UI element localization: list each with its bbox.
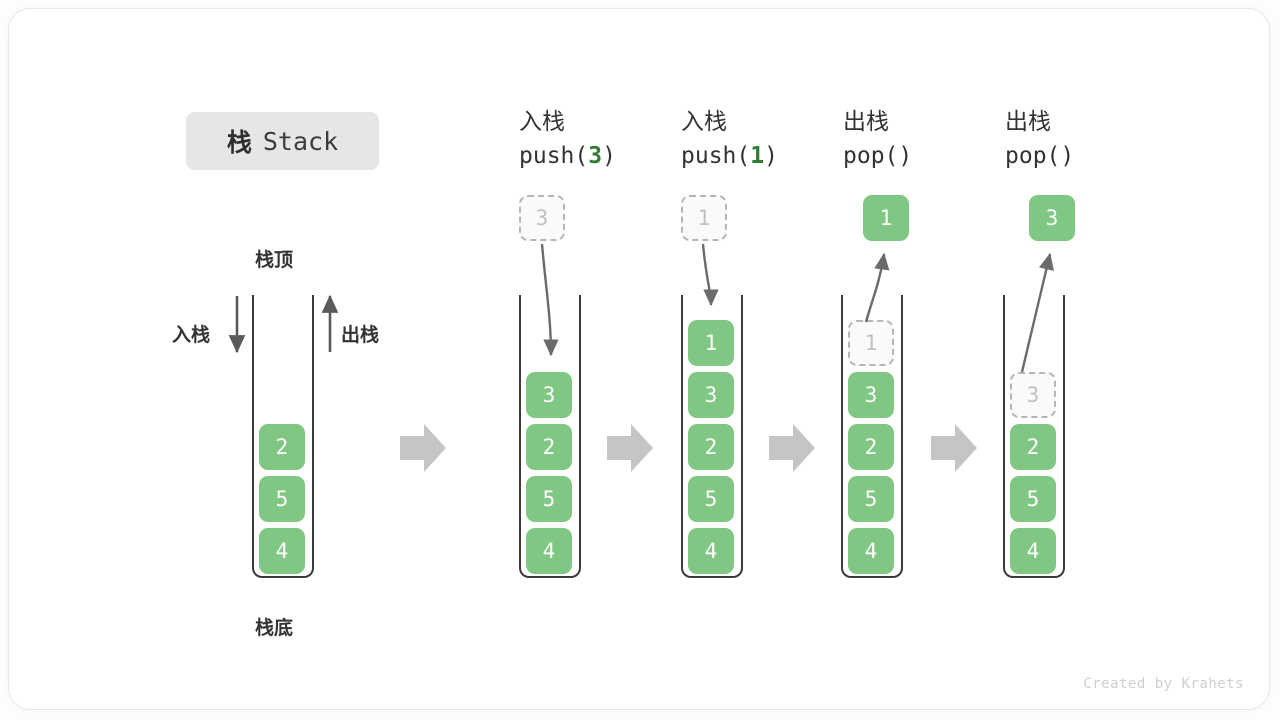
cell-value: 5	[864, 487, 878, 511]
cell-value: 3	[542, 383, 556, 407]
credit-text: Created by Krahets	[1083, 676, 1244, 692]
stack-cell: 5	[259, 476, 305, 522]
label-push-side: 入栈	[172, 325, 211, 346]
label-stack-top: 栈顶	[255, 250, 294, 271]
cell-value: 1	[704, 331, 718, 355]
cell-value: 3	[704, 383, 718, 407]
operation-cn-0: 入栈	[519, 108, 565, 134]
popped-value-1: 1	[879, 206, 893, 230]
cell-value: 2	[1026, 435, 1040, 459]
stack-cell: 2	[259, 424, 305, 470]
stack-cell: 4	[848, 528, 894, 574]
stack-cell: 1	[688, 320, 734, 366]
operation-caption-pop-3: 出栈 pop()	[1005, 106, 1175, 172]
cell-value: 4	[1026, 539, 1040, 563]
push-source-value-1: 1	[697, 206, 711, 230]
label-pop-side: 出栈	[341, 325, 380, 346]
cell-value: 1	[864, 331, 878, 355]
operation-arg-0: 3	[588, 143, 603, 169]
operation-close-3: )	[1060, 143, 1075, 169]
stack-cell: 2	[688, 424, 734, 470]
operation-fn-2: pop(	[843, 143, 899, 169]
operation-close-0: )	[602, 143, 616, 169]
stack-after-pop-3: 3 2 5 4	[1003, 295, 1065, 578]
operation-arg-1: 1	[750, 143, 765, 169]
operation-code-2: pop()	[843, 140, 1013, 172]
cell-value: 4	[542, 539, 556, 563]
title-cn: 栈	[226, 129, 253, 157]
operation-cn-3: 出栈	[1005, 108, 1051, 134]
stack-cell: 3	[526, 372, 572, 418]
stack-cell: 5	[526, 476, 572, 522]
operation-caption-push-1: 入栈 push(1)	[681, 106, 851, 172]
cell-value: 2	[704, 435, 718, 459]
stack-cell: 2	[1010, 424, 1056, 470]
stack-cell-ghost: 1	[848, 320, 894, 366]
cell-value: 2	[542, 435, 556, 459]
stack-cell: 4	[526, 528, 572, 574]
cell-value: 3	[864, 383, 878, 407]
stack-after-pop-1: 1 3 2 5 4	[841, 295, 903, 578]
stack-after-push-1: 1 3 2 5 4	[681, 295, 743, 578]
push-source-box-3: 3	[519, 195, 565, 241]
cell-value: 2	[275, 435, 289, 459]
stack-initial: 2 5 4	[252, 295, 314, 578]
stack-cell: 4	[1010, 528, 1056, 574]
title-en: Stack	[262, 126, 339, 156]
stack-cell: 4	[688, 528, 734, 574]
stack-cell: 5	[1010, 476, 1056, 522]
cell-value: 2	[864, 435, 878, 459]
cell-value: 4	[864, 539, 878, 563]
cell-value: 3	[1026, 383, 1040, 407]
stack-cell: 5	[688, 476, 734, 522]
operation-caption-pop-1: 出栈 pop()	[843, 106, 1013, 172]
label-stack-bottom: 栈底	[255, 618, 294, 639]
operation-cn-1: 入栈	[681, 108, 727, 134]
operation-fn-3: pop(	[1005, 143, 1061, 169]
operation-cn-2: 出栈	[843, 108, 889, 134]
stack-cell: 2	[526, 424, 572, 470]
push-source-box-1: 1	[681, 195, 727, 241]
cell-value: 5	[275, 487, 289, 511]
operation-fn-1: push(	[681, 143, 751, 169]
stack-cell-ghost: 3	[1010, 372, 1056, 418]
operation-caption-push-3: 入栈 push(3)	[519, 106, 689, 172]
operation-code-3: pop()	[1005, 140, 1175, 172]
cell-value: 4	[704, 539, 718, 563]
push-source-value-3: 3	[535, 206, 549, 230]
cell-value: 5	[1026, 487, 1040, 511]
cell-value: 5	[704, 487, 718, 511]
stack-cell: 2	[848, 424, 894, 470]
stack-cell: 3	[848, 372, 894, 418]
diagram-title: 栈 Stack	[186, 112, 379, 170]
operation-code-0: push(3)	[519, 140, 689, 172]
operation-close-1: )	[764, 143, 778, 169]
stack-cell: 3	[688, 372, 734, 418]
stack-cell: 4	[259, 528, 305, 574]
cell-value: 5	[542, 487, 556, 511]
popped-box-1: 1	[863, 195, 909, 241]
popped-box-3: 3	[1029, 195, 1075, 241]
operation-close-2: )	[898, 143, 913, 169]
stack-after-push-3: 3 2 5 4	[519, 295, 581, 578]
operation-code-1: push(1)	[681, 140, 851, 172]
popped-value-3: 3	[1045, 206, 1059, 230]
cell-value: 4	[275, 539, 289, 563]
operation-fn-0: push(	[519, 143, 589, 169]
stack-cell: 5	[848, 476, 894, 522]
